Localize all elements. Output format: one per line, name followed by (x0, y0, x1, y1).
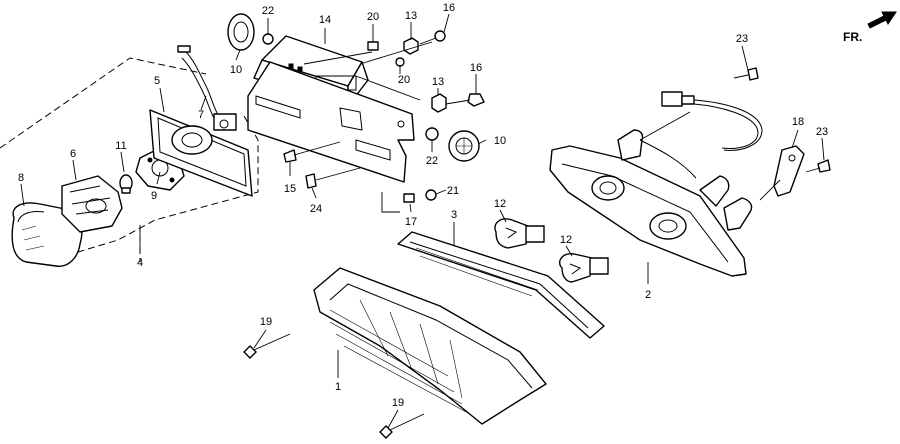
callout-21: 21 (447, 185, 459, 197)
callout-19-lower: 19 (392, 397, 404, 409)
callout-11: 11 (115, 140, 126, 152)
callout-9: 9 (151, 190, 157, 202)
callout-12-lower: 12 (560, 234, 572, 246)
part-19-screw-lower (379, 413, 425, 439)
part-20-clip-lower (395, 57, 405, 67)
callout-13-lower: 13 (432, 76, 444, 88)
part-18-bracket (773, 145, 805, 197)
part-23-bolt-right (805, 159, 831, 173)
callout-10-lower: 10 (494, 135, 506, 147)
callout-14: 14 (319, 14, 331, 26)
part-24-screw (305, 167, 361, 189)
part-13-washer-lower (431, 93, 447, 113)
part-8-lens (11, 202, 83, 267)
part-3-gasket (397, 231, 605, 339)
part-17-clip (403, 193, 415, 203)
callout-10-top: 10 (230, 64, 242, 76)
callout-18: 18 (792, 116, 804, 128)
callout-23-top: 23 (736, 33, 748, 45)
callout-5: 5 (154, 75, 160, 87)
part-1-tail-light-lens (313, 267, 547, 425)
part-6-reflector (61, 175, 123, 233)
part-license-plate-base (247, 61, 415, 183)
part-12-bulb-upper (494, 218, 545, 249)
part-11-bulb (119, 174, 133, 194)
part-2-lamp-housing (549, 129, 753, 277)
front-direction-label: FR. (843, 30, 862, 44)
part-5-license-lamp-housing (149, 109, 253, 197)
part-10-grommet-lower (448, 130, 480, 162)
part-20-clip (367, 41, 379, 51)
callout-19-upper: 19 (260, 316, 272, 328)
callout-8: 8 (18, 172, 24, 184)
callout-22-lower: 22 (426, 155, 438, 167)
callout-22-top: 22 (262, 5, 274, 17)
callout-24: 24 (310, 203, 322, 215)
part-12-bulb-lower (558, 253, 609, 283)
callout-23-right: 23 (816, 126, 828, 138)
callout-6: 6 (70, 148, 76, 160)
part-22-nut-lower (425, 127, 439, 141)
callout-3: 3 (451, 209, 457, 221)
callout-20-top: 20 (367, 11, 379, 23)
part-10-grommet-top (227, 13, 255, 51)
callout-7: 7 (198, 109, 204, 121)
callout-12-upper: 12 (494, 198, 506, 210)
housing-wire-harness (661, 91, 763, 151)
part-23-bolt-top (733, 67, 759, 81)
callout-16-top: 16 (443, 2, 455, 14)
callout-2: 2 (645, 289, 651, 301)
callout-1: 1 (335, 381, 341, 393)
callout-labels: 1 2 3 4 5 6 7 8 9 10 10 11 12 12 13 13 1… (18, 2, 828, 409)
callout-16-lower: 16 (470, 62, 482, 74)
callout-20-lower: 20 (398, 74, 410, 86)
callout-13-top: 13 (405, 10, 417, 22)
hardware-upper (303, 30, 485, 113)
part-16-nut (434, 30, 446, 42)
part-16-nut-lower (467, 93, 485, 107)
callout-17: 17 (405, 216, 417, 228)
part-7-wire-harness (177, 45, 237, 131)
part-22-nut-top (262, 33, 274, 45)
callout-15: 15 (284, 183, 296, 195)
callout-leader-lines (20, 13, 825, 429)
part-21-nut (425, 189, 437, 201)
part-19-screw-upper (243, 333, 291, 359)
part-13-washer (403, 37, 419, 55)
part-15-screw (283, 141, 341, 163)
callout-4: 4 (137, 257, 143, 269)
front-direction-indicator: FR. (843, 11, 897, 44)
front-arrow-icon (867, 11, 897, 29)
